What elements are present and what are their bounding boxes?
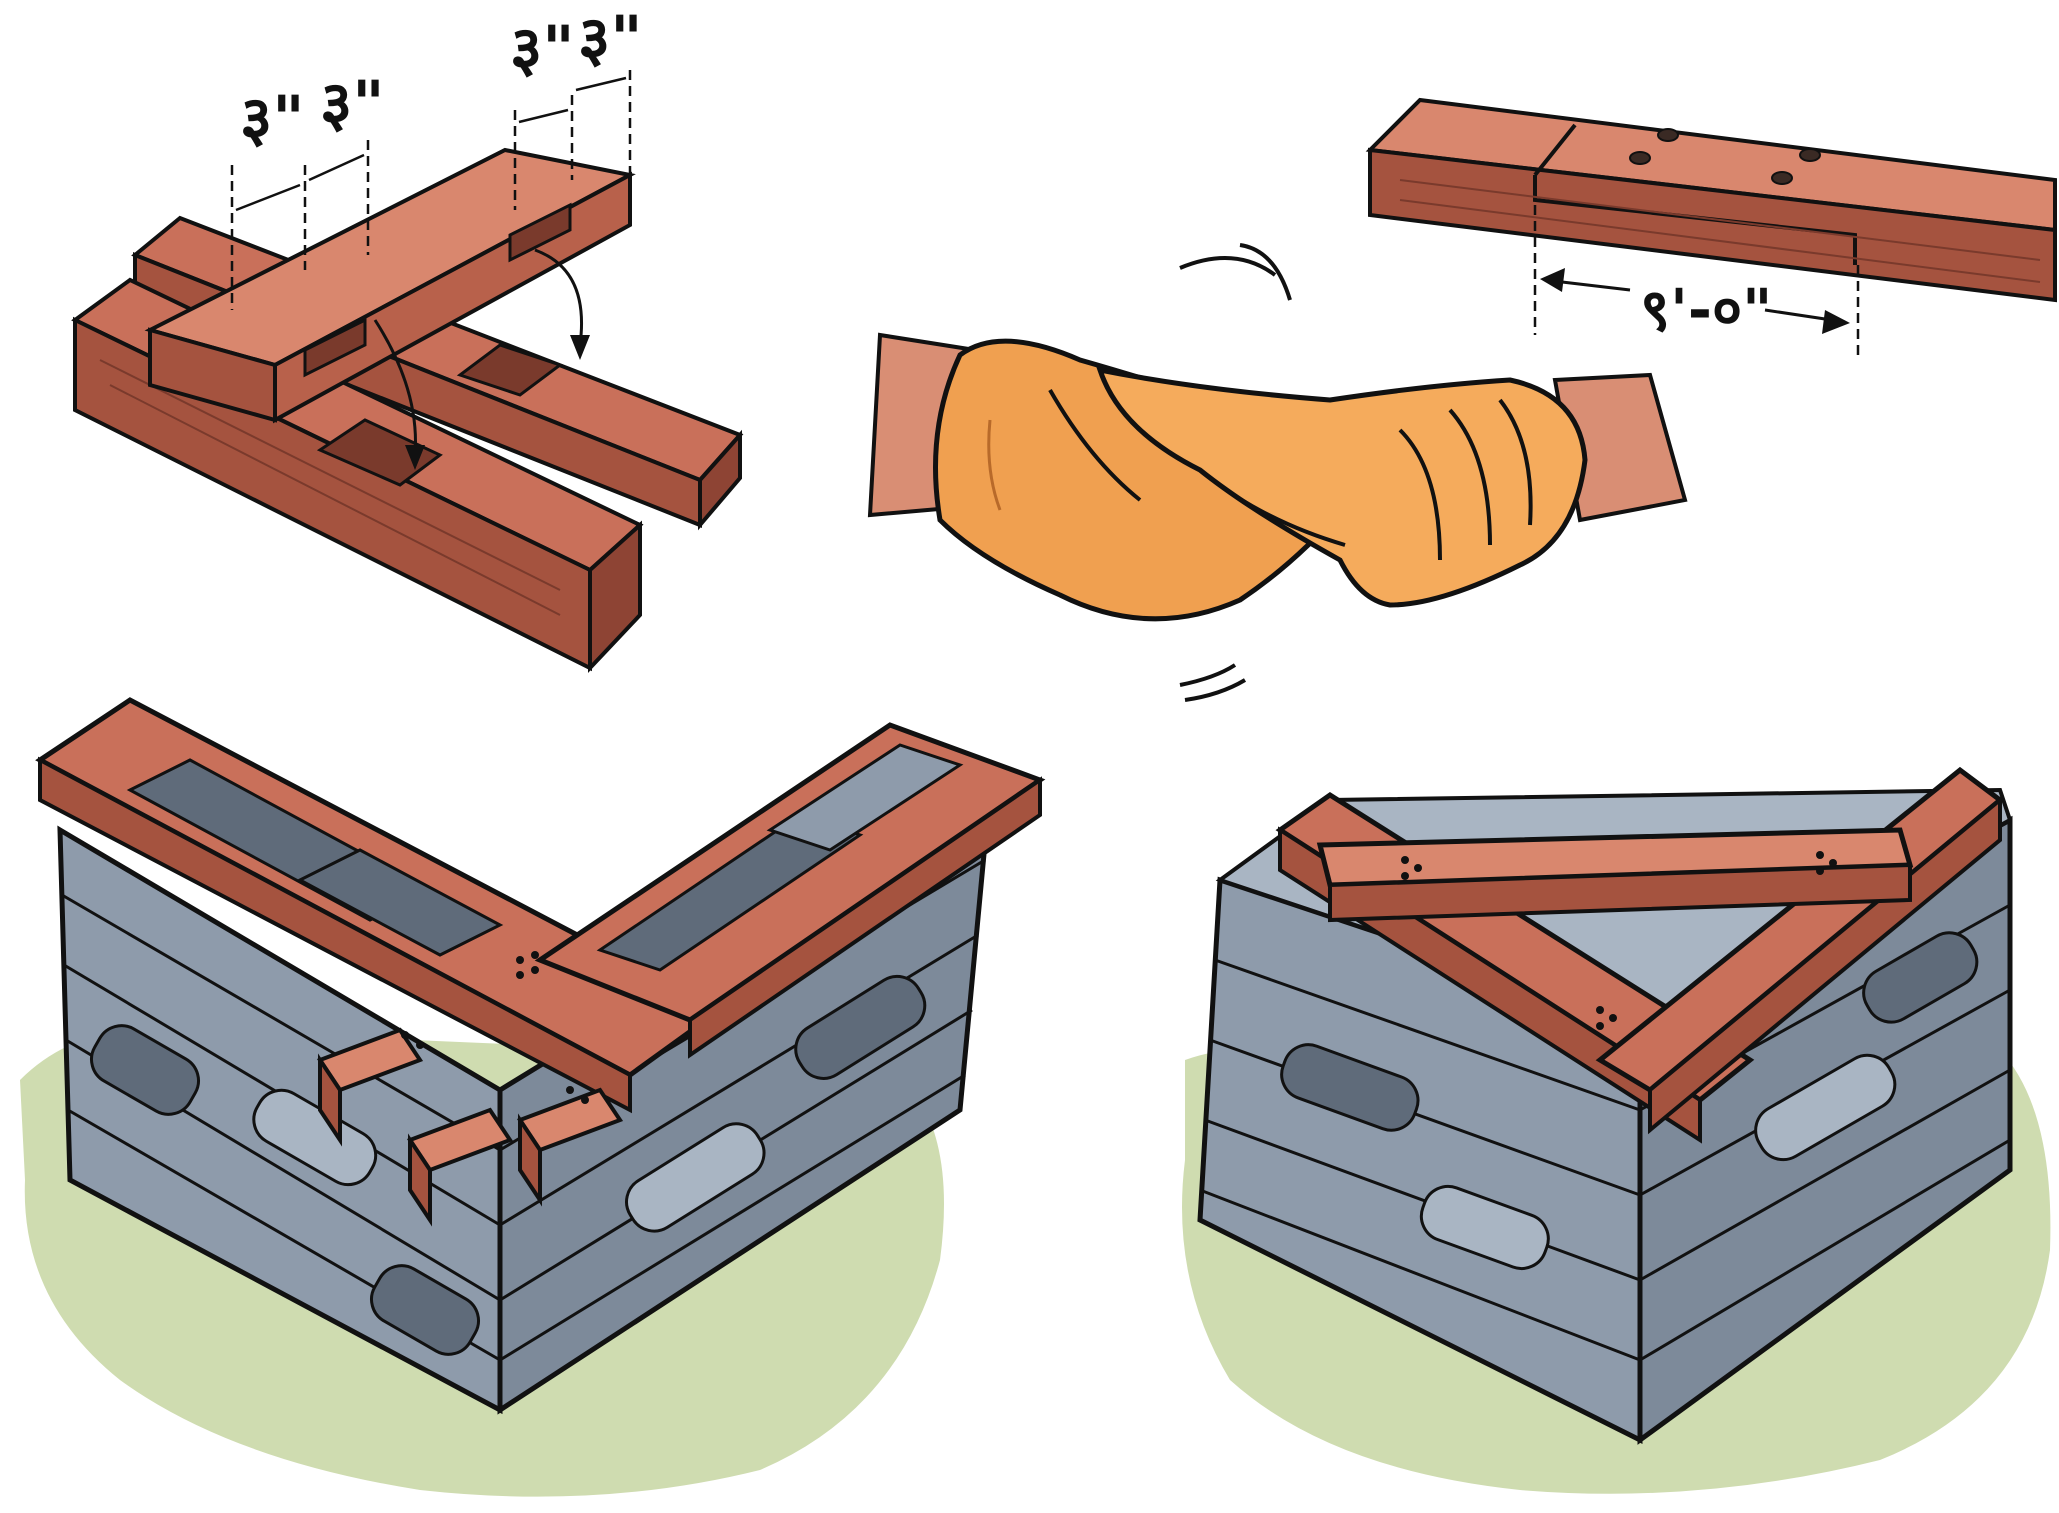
- corner-ladder-panel: [20, 697, 1046, 1497]
- halving-joint-panel: ३" ३" ३" ३": [71, 2, 744, 674]
- ladder-tie-right: [534, 722, 1046, 1059]
- stones: [1280, 931, 1979, 1270]
- stones: [90, 974, 927, 1356]
- diagonal-brace: [1316, 827, 1914, 923]
- bolt-holes: [401, 951, 589, 1104]
- bolt-holes: [1629, 128, 1821, 185]
- ladder-tie-left: [35, 697, 725, 1114]
- placement-arrow: [373, 248, 590, 470]
- splice-length-label: ९'-०": [1640, 276, 1772, 344]
- lap-splice-panel: ९'-०": [1365, 97, 2057, 360]
- bolt-holes: [1401, 851, 1837, 1030]
- corner-diagonal-panel: [1182, 766, 2051, 1494]
- dimension-label-2: ३": [320, 67, 385, 140]
- cross-blocks: [316, 1027, 624, 1227]
- dimension-label-4: ३": [578, 2, 643, 75]
- dimension-label-1: ३": [240, 82, 305, 155]
- cross-tie: [144, 147, 636, 424]
- handshake-panel: [867, 243, 1688, 702]
- dimension-lines: [230, 70, 632, 310]
- dimension-label-3: ३": [510, 12, 575, 85]
- gloved-hands: [933, 338, 1588, 622]
